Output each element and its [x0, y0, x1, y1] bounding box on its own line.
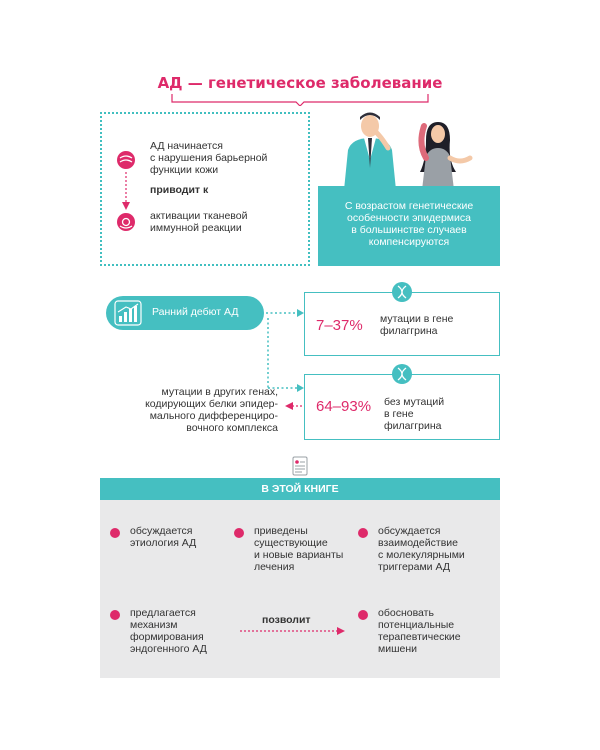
stat-box-no-filaggrin — [304, 374, 500, 440]
bullet-dot — [234, 528, 244, 538]
immune-reaction-icon — [117, 213, 135, 231]
stat-box-filaggrin — [304, 292, 500, 356]
book-item-targets: обосновать потенциальные терапевтические… — [378, 607, 461, 655]
other-genes-text: мутации в других генах, кодирующих белки… — [145, 386, 278, 434]
skin-barrier-icon — [117, 151, 135, 169]
title-bracket — [171, 94, 429, 106]
allows-label: позволит — [262, 614, 311, 626]
compensation-box: С возрастом генетические особенности эпи… — [318, 186, 500, 266]
bullet-dot — [110, 528, 120, 538]
book-item-mechanism: предлагается механизм формирования эндог… — [130, 607, 207, 655]
immune-text: активации тканевой иммунной реакции — [150, 210, 248, 234]
allows-arrow — [240, 627, 345, 635]
chart-icon — [114, 300, 142, 326]
stat2-text: без мутаций в гене филаггрина — [384, 396, 445, 432]
early-onset-label: Ранний дебют АД — [152, 306, 239, 318]
stat1-text: мутации в гене филаггрина — [380, 313, 454, 337]
barrier-text: АД начинается с нарушения барьерной функ… — [150, 140, 268, 176]
people-illustration — [344, 112, 473, 190]
leads-to-label: приводит к — [150, 184, 209, 196]
dna-icon — [392, 364, 412, 384]
book-item-triggers: обсуждается взаимодействие с молекулярны… — [378, 525, 465, 573]
bullet-dot — [110, 610, 120, 620]
early-onset-pill: Ранний дебют АД — [106, 296, 264, 330]
pathogenesis-box — [100, 112, 310, 266]
bullet-dot — [358, 610, 368, 620]
book-item-etiology: обсуждается этиология АД — [130, 525, 197, 549]
document-icon — [292, 456, 308, 476]
dna-icon — [392, 282, 412, 302]
section-header: В ЭТОЙ КНИГЕ — [100, 478, 500, 500]
book-item-treatment: приведены существующие и новые варианты … — [254, 525, 344, 573]
in-this-book-section: В ЭТОЙ КНИГЕ обсуждается этиология АД пр… — [100, 478, 500, 678]
stat1-value: 7–37% — [316, 317, 363, 334]
stat2-value: 64–93% — [316, 398, 372, 415]
page-title: АД — генетическое заболевание — [157, 74, 443, 92]
pathway-arrow — [122, 172, 130, 210]
bullet-dot — [358, 528, 368, 538]
